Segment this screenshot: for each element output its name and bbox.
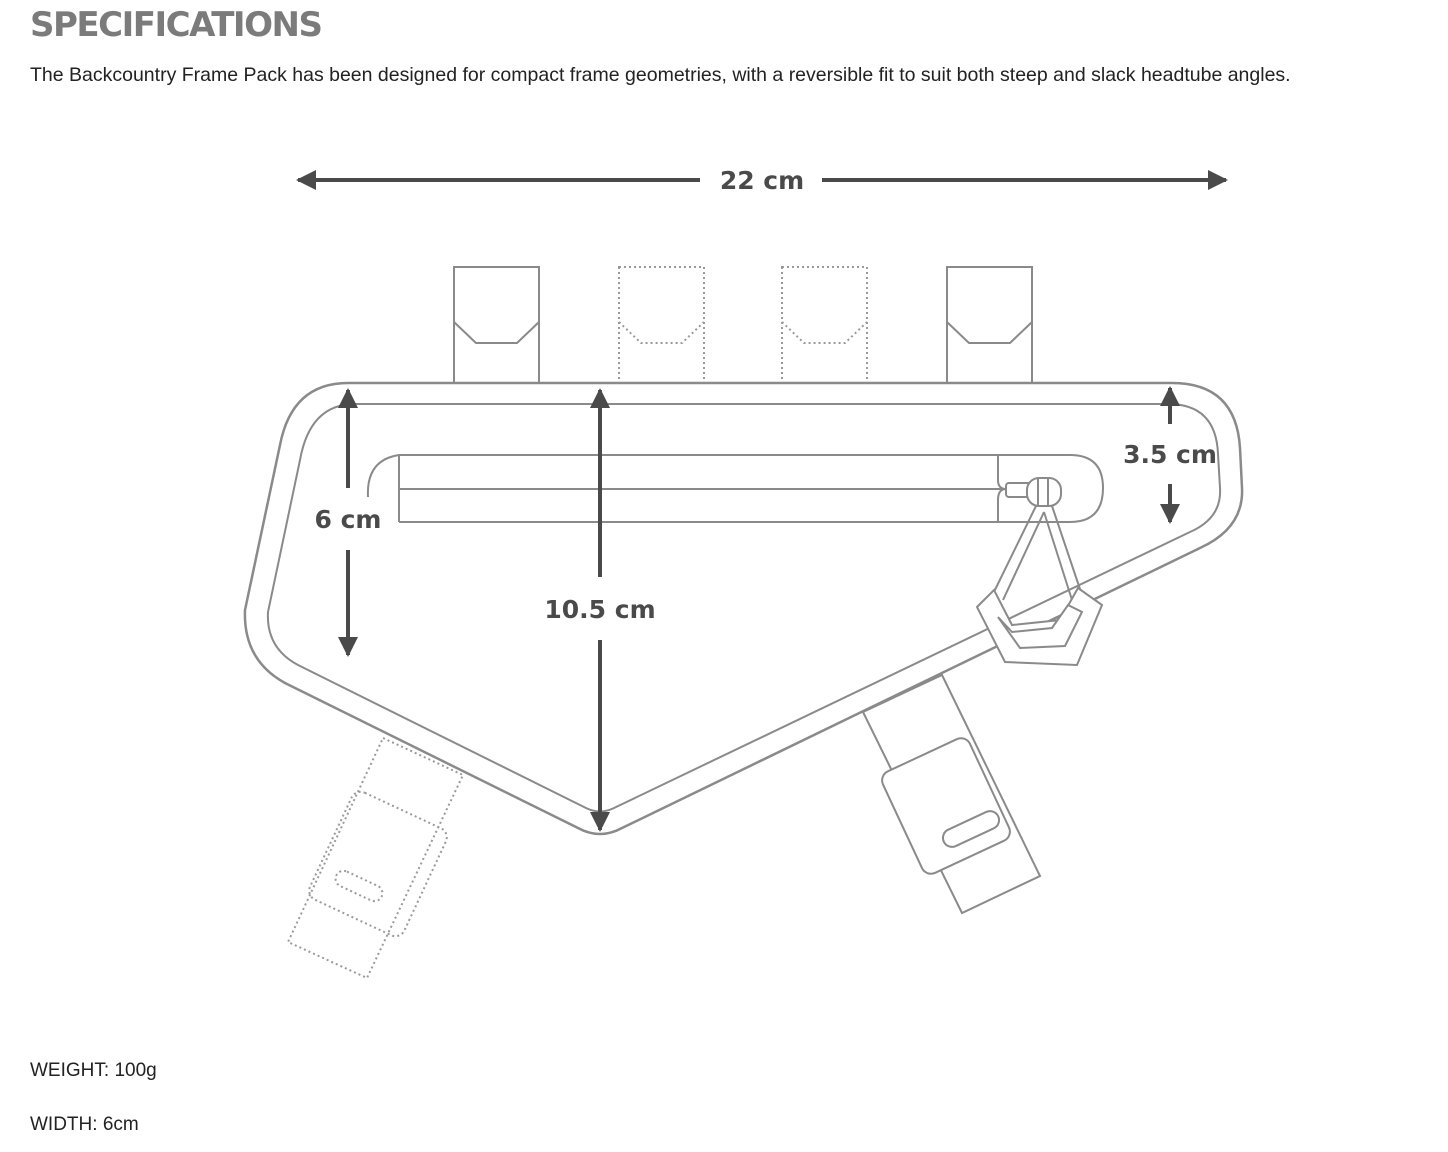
- height-label: 10.5 cm: [544, 595, 655, 624]
- top-strap-1: [453, 266, 540, 384]
- zipper: [366, 454, 1105, 523]
- spec-weight: WEIGHT: 100g: [30, 1060, 157, 1081]
- bag-outline-outer: [243, 381, 1244, 836]
- front-height-label: 6 cm: [315, 505, 382, 534]
- lower-left-strap-dashed: [286, 736, 465, 980]
- top-strap-4: [946, 266, 1033, 384]
- spec-width: WIDTH: 6cm: [30, 1114, 139, 1135]
- length-label: 22 cm: [720, 166, 804, 195]
- top-strap-2-dashed: [618, 266, 705, 384]
- rear-height-label: 3.5 cm: [1123, 440, 1217, 469]
- lower-right-strap: [861, 673, 1042, 915]
- top-strap-3-dashed: [781, 266, 868, 384]
- page-title: SPECIFICATIONS: [30, 5, 323, 45]
- zipper-pull: [975, 477, 1104, 667]
- intro-text: The Backcountry Frame Pack has been desi…: [30, 64, 1291, 86]
